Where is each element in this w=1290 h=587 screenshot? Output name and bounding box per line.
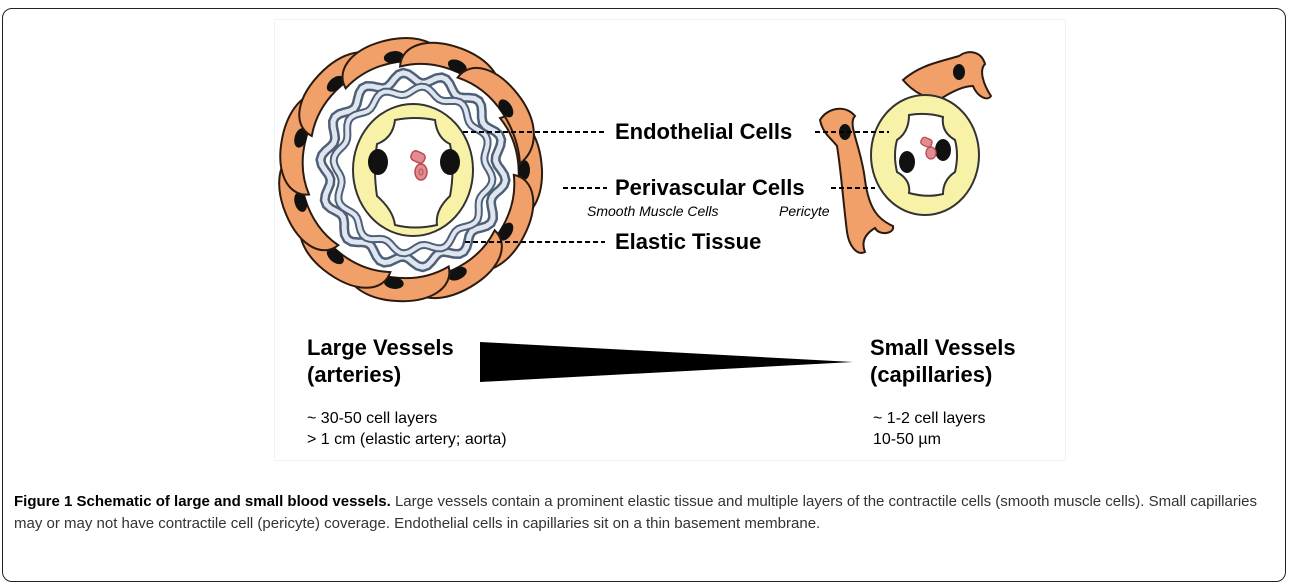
- perivascular-label: Perivascular Cells: [615, 175, 805, 201]
- small-vessels-details: ~ 1-2 cell layers 10-50 µm: [873, 408, 986, 450]
- small-vessels-heading: Small Vessels (capillaries): [870, 334, 1016, 388]
- small-vessels-title: Small Vessels: [870, 334, 1016, 361]
- large-vessels-subtitle: (arteries): [307, 361, 454, 388]
- large-vessels-layers: ~ 30-50 cell layers: [307, 408, 507, 429]
- small-endothelial-layer: [871, 95, 979, 215]
- smooth-muscle-label: Smooth Muscle Cells: [587, 203, 719, 219]
- endothelial-layer: [353, 104, 473, 236]
- small-vessels-size: 10-50 µm: [873, 429, 986, 450]
- small-vessels-subtitle: (capillaries): [870, 361, 1016, 388]
- elastic-tissue-label: Elastic Tissue: [615, 229, 761, 255]
- large-vessels-heading: Large Vessels (arteries): [307, 334, 454, 388]
- vessel-schematic: Endothelial Cells Perivascular Cells Smo…: [275, 20, 1065, 460]
- pericyte-label: Pericyte: [779, 203, 830, 219]
- small-vessels-layers: ~ 1-2 cell layers: [873, 408, 986, 429]
- endothelial-label: Endothelial Cells: [615, 119, 792, 145]
- figure-caption: Figure 1 Schematic of large and small bl…: [14, 491, 1276, 535]
- large-vessels-size: > 1 cm (elastic artery; aorta): [307, 429, 507, 450]
- caption-title: Figure 1 Schematic of large and small bl…: [14, 493, 391, 510]
- small-vessel: [820, 52, 991, 253]
- large-vessel: [275, 28, 550, 313]
- large-vessels-details: ~ 30-50 cell layers > 1 cm (elastic arte…: [307, 408, 507, 450]
- size-gradient-wedge: [480, 342, 853, 382]
- large-vessels-title: Large Vessels: [307, 334, 454, 361]
